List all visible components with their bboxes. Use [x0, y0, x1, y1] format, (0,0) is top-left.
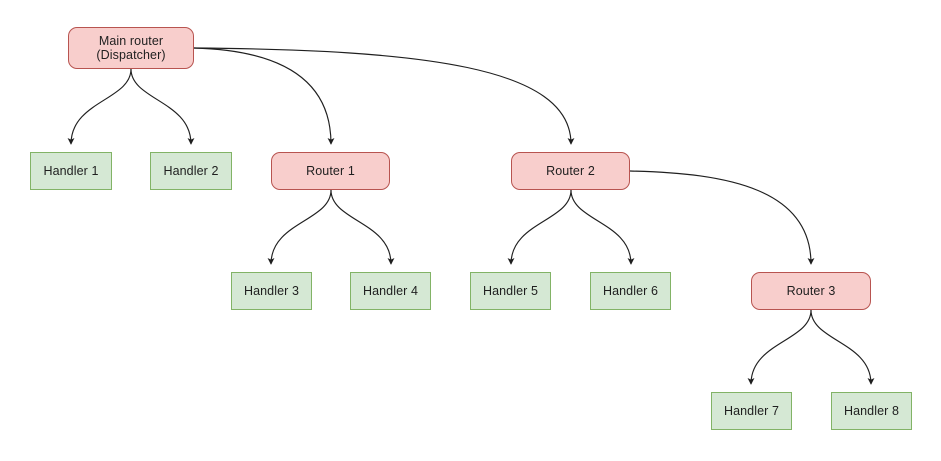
node-router-1[interactable]: Router 1: [271, 152, 390, 190]
node-label: Handler 3: [243, 284, 300, 298]
node-handler-7[interactable]: Handler 7: [711, 392, 792, 430]
node-handler-6[interactable]: Handler 6: [590, 272, 671, 310]
node-router-2[interactable]: Router 2: [511, 152, 630, 190]
node-handler-8[interactable]: Handler 8: [831, 392, 912, 430]
node-main-router[interactable]: Main router (Dispatcher): [68, 27, 194, 69]
edge-main-to-handler-1: [67, 68, 132, 145]
node-label: Router 2: [546, 164, 595, 178]
node-handler-3[interactable]: Handler 3: [231, 272, 312, 310]
node-label: Handler 4: [362, 284, 419, 298]
edge-router-2-to-router-3: [629, 170, 815, 265]
node-label: Handler 6: [602, 284, 659, 298]
node-handler-4[interactable]: Handler 4: [350, 272, 431, 310]
edge-router-2-to-handler-6: [570, 189, 635, 265]
node-label: Main router (Dispatcher): [96, 34, 166, 62]
node-label: Router 3: [786, 284, 836, 298]
node-handler-2[interactable]: Handler 2: [150, 152, 232, 190]
edge-main-to-router-2: [193, 47, 575, 145]
edge-main-to-router-1: [193, 47, 335, 145]
edge-router-3-to-handler-7: [747, 309, 812, 385]
node-label: Handler 5: [482, 284, 539, 298]
edge-router-1-to-handler-4: [330, 189, 395, 265]
edge-main-to-handler-2: [130, 68, 195, 145]
edge-router-1-to-handler-3: [267, 189, 332, 265]
node-label: Handler 8: [843, 404, 900, 418]
node-label: Handler 7: [723, 404, 780, 418]
node-label: Handler 2: [163, 164, 219, 178]
node-label: Handler 1: [43, 164, 99, 178]
node-handler-5[interactable]: Handler 5: [470, 272, 551, 310]
node-handler-1[interactable]: Handler 1: [30, 152, 112, 190]
node-label: Router 1: [306, 164, 355, 178]
node-router-3[interactable]: Router 3: [751, 272, 871, 310]
edge-router-3-to-handler-8: [810, 309, 875, 385]
edge-router-2-to-handler-5: [507, 189, 572, 265]
